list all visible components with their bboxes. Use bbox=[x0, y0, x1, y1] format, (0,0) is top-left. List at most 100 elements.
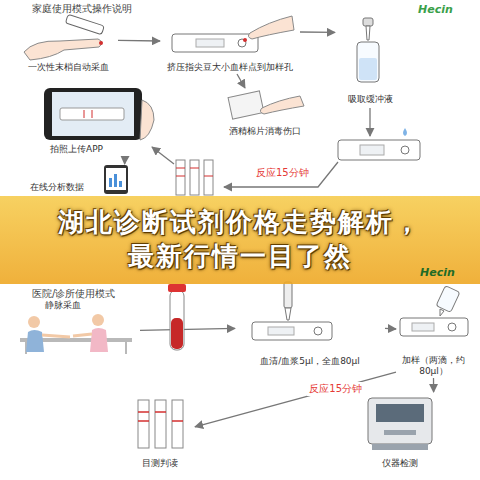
pipette bbox=[284, 282, 292, 308]
step-node: 挤压指尖豆大小血样点到加样孔 bbox=[160, 14, 300, 74]
sample-well bbox=[314, 327, 322, 335]
test-cassette bbox=[252, 322, 332, 340]
title-banner: 湖北诊断试剂价格走势解析， 最新行情一目了然 bbox=[0, 196, 480, 284]
step-caption: 静脉采血 bbox=[45, 300, 81, 312]
step-node: 目测判读 bbox=[125, 398, 195, 470]
patient-arm bbox=[42, 335, 70, 337]
step-node: 拍照上传APP bbox=[35, 82, 155, 156]
phone-screen bbox=[52, 92, 134, 136]
flow-arrow bbox=[433, 378, 434, 392]
chart-bar bbox=[114, 174, 117, 187]
result-line bbox=[92, 110, 93, 118]
alcohol-pad bbox=[228, 91, 264, 119]
blood bbox=[171, 318, 183, 349]
finger bbox=[260, 96, 304, 114]
lancet bbox=[65, 14, 104, 34]
step-node: 加样（两滴，约 80μl） bbox=[396, 280, 471, 378]
analyzer bbox=[368, 398, 432, 444]
pipette-tip bbox=[285, 308, 291, 320]
nurse-body bbox=[90, 328, 108, 352]
desk-leg bbox=[125, 342, 127, 354]
flow-arrow bbox=[118, 40, 160, 42]
flow-arrow bbox=[237, 74, 245, 88]
step-node: 血清/血浆5μl，全血80μl bbox=[235, 280, 385, 368]
step-caption: 一次性末梢自动采血 bbox=[28, 62, 109, 74]
phone bbox=[44, 88, 142, 140]
result-strip bbox=[155, 400, 166, 448]
tube-cap bbox=[168, 284, 186, 292]
result-line bbox=[138, 411, 149, 413]
result-line bbox=[155, 411, 166, 413]
time-note: 反应15分钟 bbox=[256, 166, 309, 180]
chart-bar bbox=[109, 178, 112, 187]
blood-tube bbox=[170, 290, 184, 350]
result-line bbox=[138, 420, 149, 422]
banner-title: 湖北诊断试剂价格走势解析， 最新行情一目了然 bbox=[50, 206, 430, 274]
step-caption: 目测判读 bbox=[142, 458, 178, 470]
step-caption: 加样（两滴，约 80μl） bbox=[400, 355, 468, 378]
blood-drop bbox=[243, 38, 247, 42]
result-line bbox=[190, 168, 199, 169]
hand bbox=[140, 100, 154, 140]
test-cassette bbox=[172, 34, 258, 52]
step-node: 仪器检测 bbox=[358, 392, 442, 470]
screen-cassette bbox=[60, 108, 124, 120]
result-line bbox=[84, 110, 85, 118]
step-caption: 吸取缓冲液 bbox=[348, 94, 393, 106]
result-strip bbox=[190, 160, 199, 195]
chart-bar bbox=[119, 181, 122, 187]
step-caption: 拍照上传APP bbox=[50, 144, 103, 156]
analyzer-slot bbox=[384, 430, 416, 435]
dropper-tip bbox=[366, 26, 370, 40]
test-cassette bbox=[338, 140, 420, 160]
cassette-window bbox=[412, 323, 434, 331]
cassette-window bbox=[268, 327, 294, 335]
result-line bbox=[176, 168, 185, 169]
sample-well bbox=[448, 323, 456, 331]
flow-arrow bbox=[385, 328, 396, 330]
section-heading: 家庭使用模式操作说明 bbox=[32, 2, 132, 16]
flow-arrow bbox=[224, 162, 338, 187]
result-line bbox=[176, 176, 185, 177]
buffer-liquid bbox=[359, 58, 377, 80]
analyzer-base bbox=[372, 444, 428, 450]
step-caption: 挤压指尖豆大小血样点到加样孔 bbox=[167, 62, 293, 74]
result-strip bbox=[176, 160, 185, 195]
step-node: 酒精棉片消毒伤口 bbox=[215, 88, 315, 138]
flow-arrow bbox=[369, 108, 370, 136]
phone-screen bbox=[106, 168, 126, 190]
buffer-tube bbox=[357, 42, 379, 82]
finger bbox=[248, 16, 294, 39]
blood-drop bbox=[99, 41, 103, 45]
brand-logo: Hecin bbox=[418, 3, 453, 16]
result-line bbox=[172, 420, 183, 422]
result-strip bbox=[138, 400, 149, 448]
bottle-tip bbox=[440, 309, 444, 316]
step-node: 静脉采血 bbox=[15, 300, 140, 355]
phone bbox=[104, 165, 128, 194]
step-caption: 血清/血浆5μl，全血80μl bbox=[260, 356, 360, 368]
flow-arrow bbox=[124, 156, 126, 164]
analyzer-screen bbox=[376, 404, 424, 422]
dropper-bulb bbox=[363, 18, 373, 26]
flow-arrow bbox=[300, 31, 335, 33]
patient-head bbox=[28, 316, 40, 328]
finger bbox=[24, 39, 102, 60]
step-caption: 在线分析数据 bbox=[30, 182, 84, 194]
result-line bbox=[204, 176, 213, 177]
result-strip bbox=[172, 400, 183, 448]
sample-well bbox=[238, 39, 246, 47]
step-node: 一次性末梢自动采血 bbox=[18, 18, 118, 74]
flow-arrow bbox=[140, 328, 235, 330]
step-caption: 酒精棉片消毒伤口 bbox=[229, 126, 301, 138]
step-caption: 仪器检测 bbox=[382, 458, 418, 470]
buffer-drop bbox=[403, 128, 407, 136]
test-cassette bbox=[400, 318, 468, 336]
edge-label: 反应15分钟 bbox=[307, 382, 364, 396]
nurse-arm bbox=[73, 334, 92, 336]
sample-well bbox=[401, 146, 409, 154]
cassette-window bbox=[196, 39, 224, 47]
nurse-head bbox=[92, 314, 104, 326]
brand-logo: Hecin bbox=[420, 266, 455, 279]
